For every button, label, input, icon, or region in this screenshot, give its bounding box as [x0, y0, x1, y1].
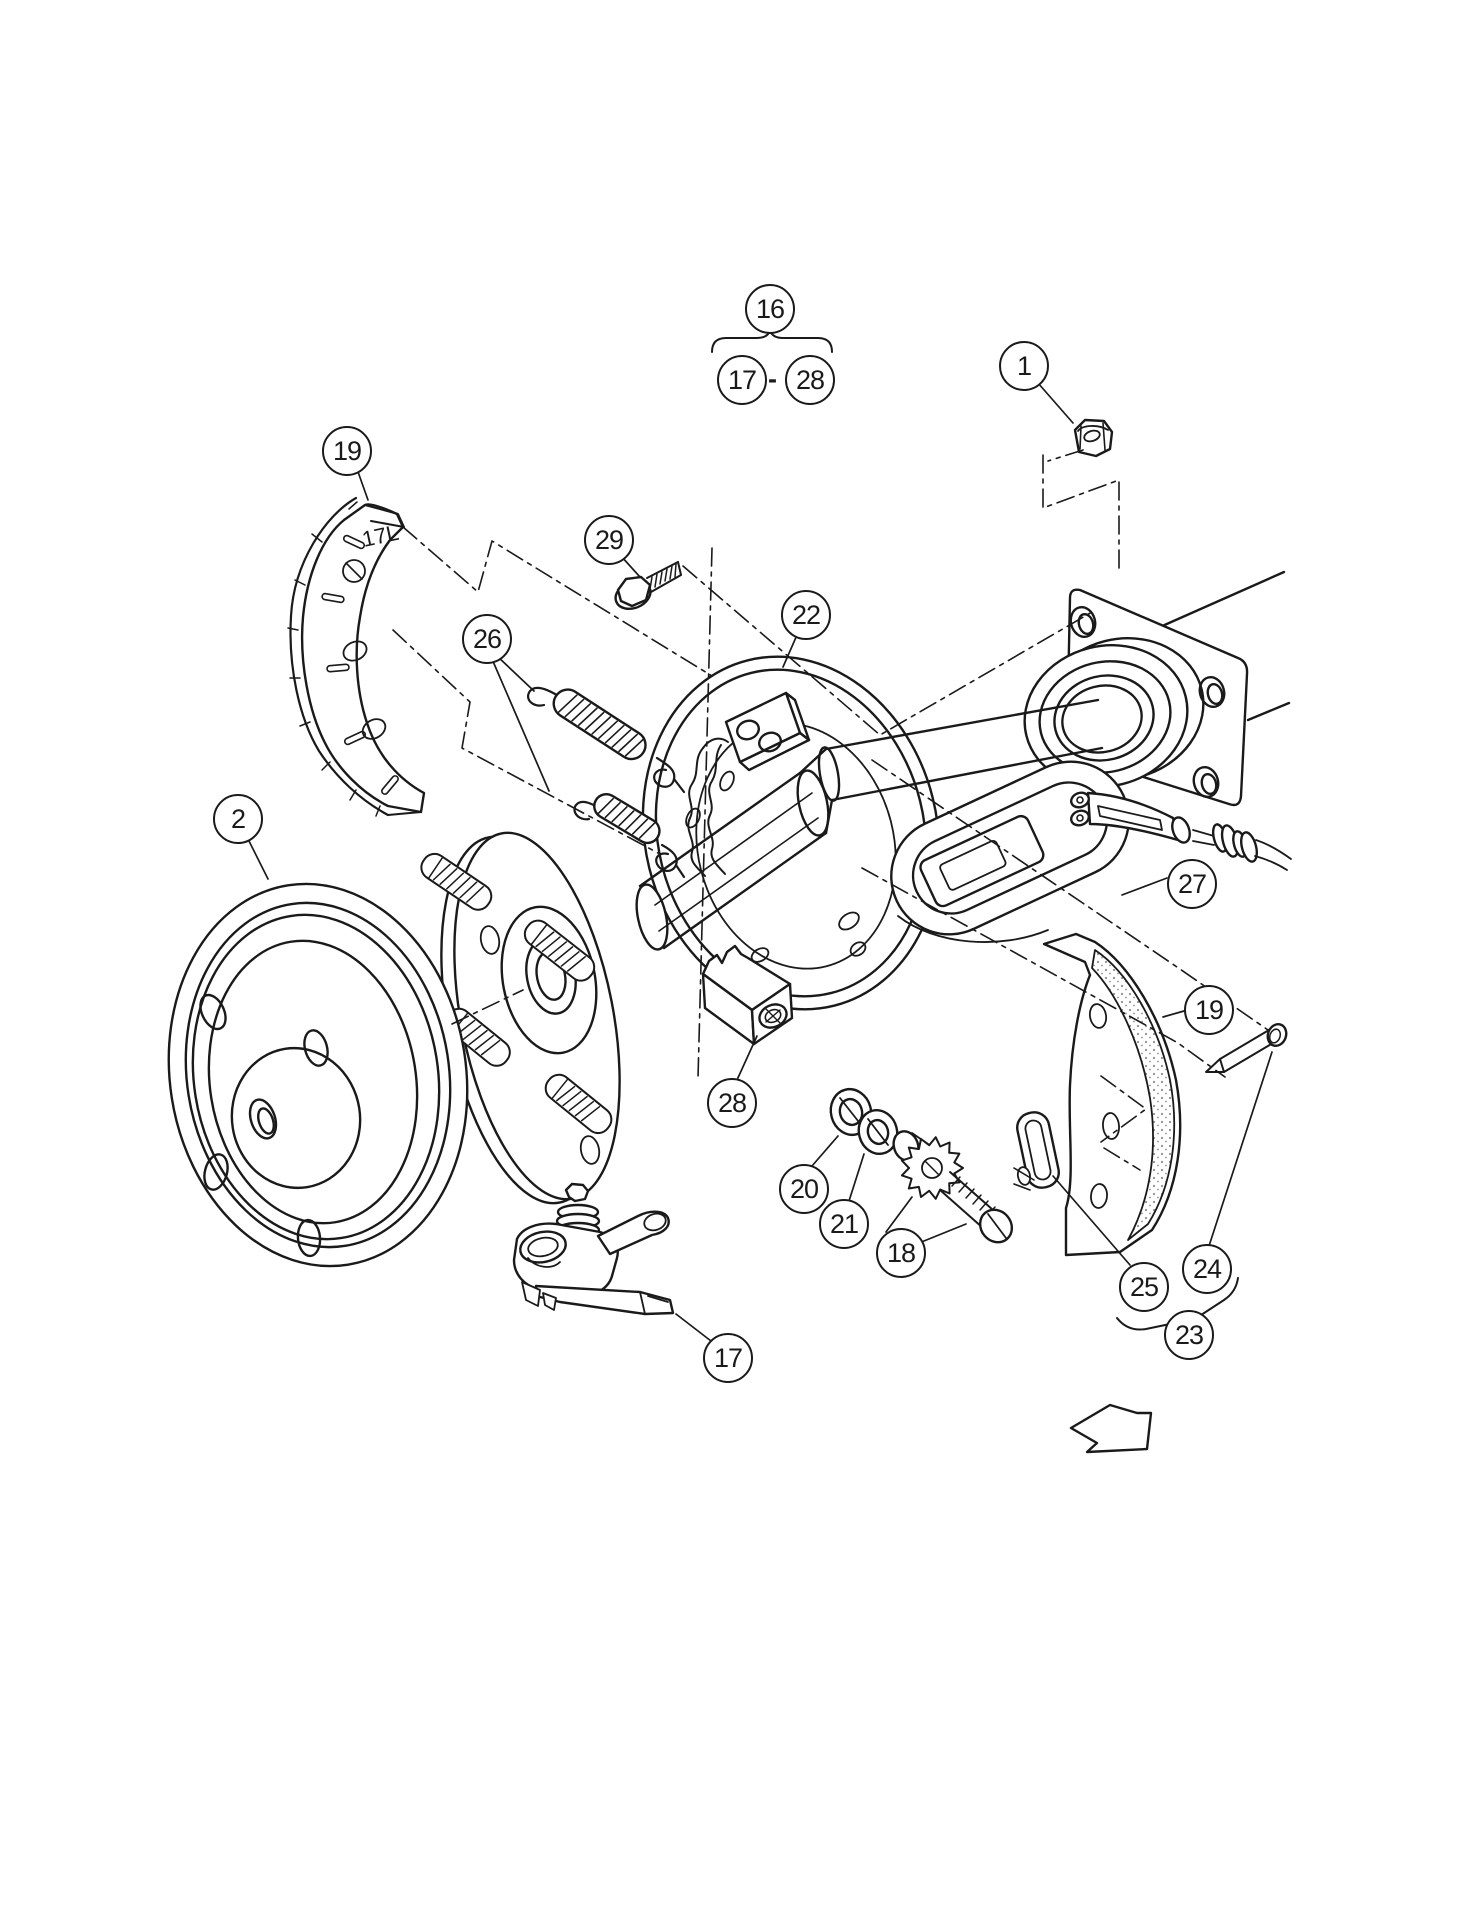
washer-21: [857, 1108, 899, 1156]
bearing-sleeve: [1023, 637, 1205, 788]
leader-2: [246, 836, 269, 880]
balloon-24: 24: [1182, 1244, 1232, 1294]
axle-tube: [1158, 570, 1291, 722]
flange-hole: [1192, 765, 1220, 799]
balloon-19-left: 19: [322, 426, 372, 476]
balloon-2: 2: [213, 794, 263, 844]
brake-shoe-left: 17L: [287, 496, 426, 817]
balloon-20: 20: [779, 1164, 829, 1214]
balloon-17-range: 17: [717, 355, 767, 405]
brake-shoe-right: [1042, 932, 1182, 1257]
leader-19-left: [356, 468, 369, 501]
balloon-1: 1: [999, 341, 1049, 391]
leader-19-right: [1162, 1010, 1185, 1018]
adjuster-assembly: [701, 944, 794, 1046]
star-adjuster-screw: [892, 1130, 1014, 1244]
leader-20: [811, 1135, 839, 1167]
balloon-29: 29: [584, 515, 634, 565]
balloon-25: 25: [1119, 1262, 1169, 1312]
balloon-26: 26: [462, 614, 512, 664]
leader-21: [848, 1153, 865, 1202]
axle-shaft: [635, 698, 1104, 951]
cable-clevis: [1070, 791, 1292, 871]
balloon-23: 23: [1164, 1310, 1214, 1360]
brake-drum: [167, 882, 469, 1268]
leader-18b: [918, 1223, 967, 1244]
balloon-21: 21: [819, 1199, 869, 1249]
lock-nut: [1073, 418, 1114, 458]
balloon-18: 18: [876, 1228, 926, 1278]
brake-actuator: [512, 1182, 675, 1316]
return-spring-upper: [527, 686, 686, 794]
leader-18a: [885, 1196, 913, 1233]
leader-24: [1208, 1051, 1273, 1247]
balloon-16: 16: [745, 284, 795, 334]
balloon-17: 17: [703, 1333, 753, 1383]
construction-lines: [392, 449, 1269, 1171]
flange-hole: [1069, 605, 1097, 639]
balloon-28: 28: [707, 1078, 757, 1128]
backing-plate: [641, 655, 941, 1011]
lug-hole: [296, 1218, 322, 1258]
flange-hole: [1198, 675, 1226, 709]
leader-17: [675, 1313, 712, 1342]
leader-1: [1037, 382, 1074, 424]
lug-hole: [199, 993, 227, 1031]
flange-bolt: [614, 561, 682, 611]
balloon-22: 22: [781, 590, 831, 640]
lug-hole: [203, 1153, 229, 1191]
balloon-27: 27: [1167, 859, 1217, 909]
wheel-studs: [420, 852, 613, 1135]
leader-lines: [246, 382, 1273, 1342]
balloon-19-right: 19: [1184, 985, 1234, 1035]
lug-hole: [303, 1029, 329, 1067]
balloon-28-range: 28: [785, 355, 835, 405]
washers: [829, 1087, 899, 1156]
cable-boot: [1211, 823, 1258, 863]
leader-26a: [496, 655, 535, 692]
anchor-pin: [1205, 1023, 1288, 1073]
direction-arrow: [1069, 1403, 1153, 1454]
return-springs: [527, 686, 686, 879]
leader-22: [782, 634, 798, 668]
leader-26b: [491, 658, 550, 792]
leader-25: [1052, 1175, 1131, 1266]
leader-27: [1121, 877, 1168, 896]
return-spring-lower: [573, 792, 686, 879]
retainer-clip: [1013, 1111, 1060, 1191]
leader-28: [736, 1035, 758, 1081]
range-separator: -: [768, 364, 777, 394]
